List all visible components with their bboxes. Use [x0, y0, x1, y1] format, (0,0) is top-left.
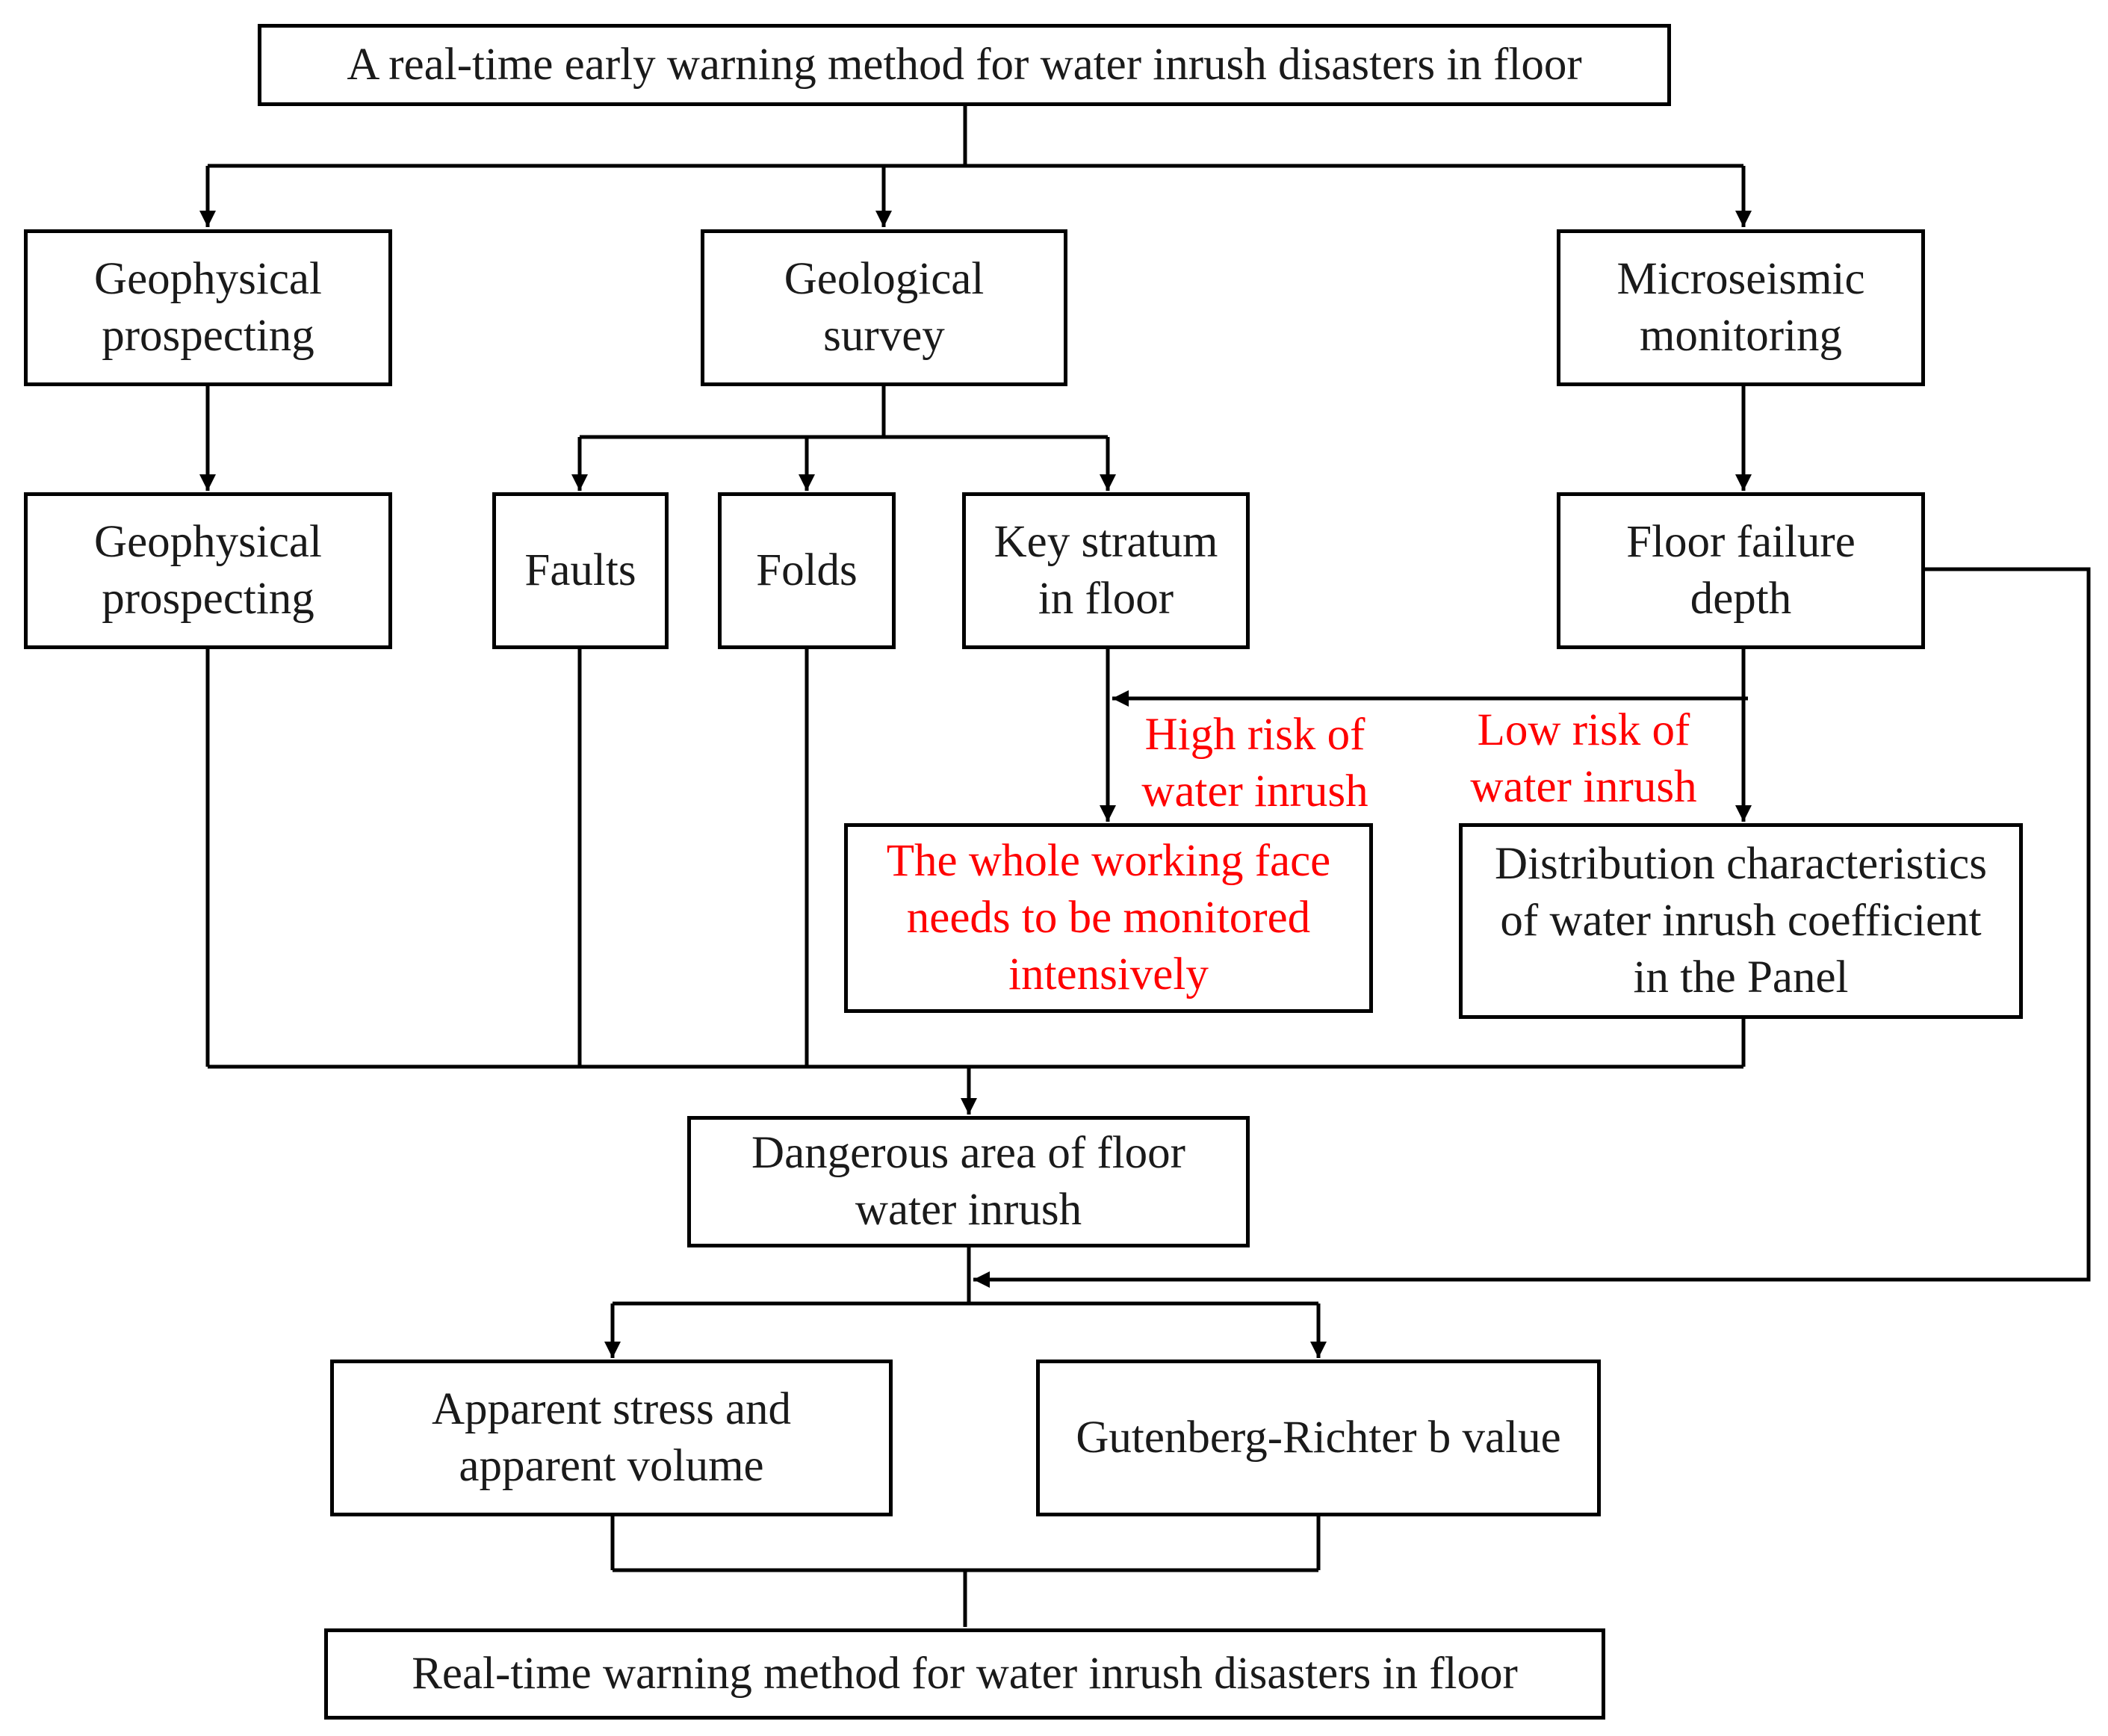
- apparent-stress-text: Apparent stress and apparent volume: [431, 1384, 792, 1491]
- geophysical-prospecting-box-2: Geophysical prospecting: [24, 492, 392, 649]
- geophysical-prospecting-text-2: Geophysical prospecting: [94, 517, 322, 624]
- geophysical-prospecting-box-1: Geophysical prospecting: [24, 229, 392, 386]
- title-text: A real-time early warning method for wat…: [347, 40, 1582, 90]
- gutenberg-richter-box: Gutenberg-Richter b value: [1036, 1360, 1601, 1516]
- microseismic-monitoring-text: Microseismic monitoring: [1616, 254, 1865, 361]
- gutenberg-richter-text: Gutenberg-Richter b value: [1076, 1413, 1561, 1463]
- geological-survey-box: Geological survey: [701, 229, 1067, 386]
- key-stratum-text: Key stratum in floor: [993, 517, 1218, 624]
- apparent-stress-box: Apparent stress and apparent volume: [330, 1360, 893, 1516]
- folds-text: Folds: [756, 545, 858, 595]
- faults-text: Faults: [524, 545, 636, 595]
- faults-box: Faults: [492, 492, 669, 649]
- distribution-characteristics-box: Distribution characteristics of water in…: [1459, 823, 2023, 1019]
- key-stratum-box: Key stratum in floor: [962, 492, 1250, 649]
- side-loop-line: [973, 567, 2091, 1288]
- dangerous-area-text: Dangerous area of floor water inrush: [751, 1128, 1185, 1235]
- high-risk-text: High risk of water inrush: [1141, 710, 1368, 816]
- geophysical-prospecting-text-1: Geophysical prospecting: [94, 254, 322, 361]
- low-risk-label: Low risk of water inrush: [1449, 702, 1718, 816]
- title-box: A real-time early warning method for wat…: [258, 24, 1671, 106]
- microseismic-monitoring-box: Microseismic monitoring: [1557, 229, 1925, 386]
- geological-survey-text: Geological survey: [784, 254, 985, 361]
- dangerous-area-box: Dangerous area of floor water inrush: [687, 1116, 1250, 1247]
- floor-failure-depth-text: Floor failure depth: [1626, 517, 1856, 624]
- floor-failure-depth-box: Floor failure depth: [1557, 492, 1925, 649]
- realtime-warning-box: Real-time warning method for water inrus…: [324, 1628, 1605, 1720]
- whole-working-face-box: The whole working face needs to be monit…: [844, 823, 1373, 1013]
- distribution-characteristics-text: Distribution characteristics of water in…: [1495, 839, 1987, 1002]
- whole-working-face-text: The whole working face needs to be monit…: [886, 836, 1331, 999]
- low-risk-text: Low risk of water inrush: [1470, 705, 1697, 812]
- high-risk-label: High risk of water inrush: [1120, 707, 1389, 820]
- folds-box: Folds: [718, 492, 896, 649]
- realtime-warning-text: Real-time warning method for water inrus…: [412, 1649, 1518, 1699]
